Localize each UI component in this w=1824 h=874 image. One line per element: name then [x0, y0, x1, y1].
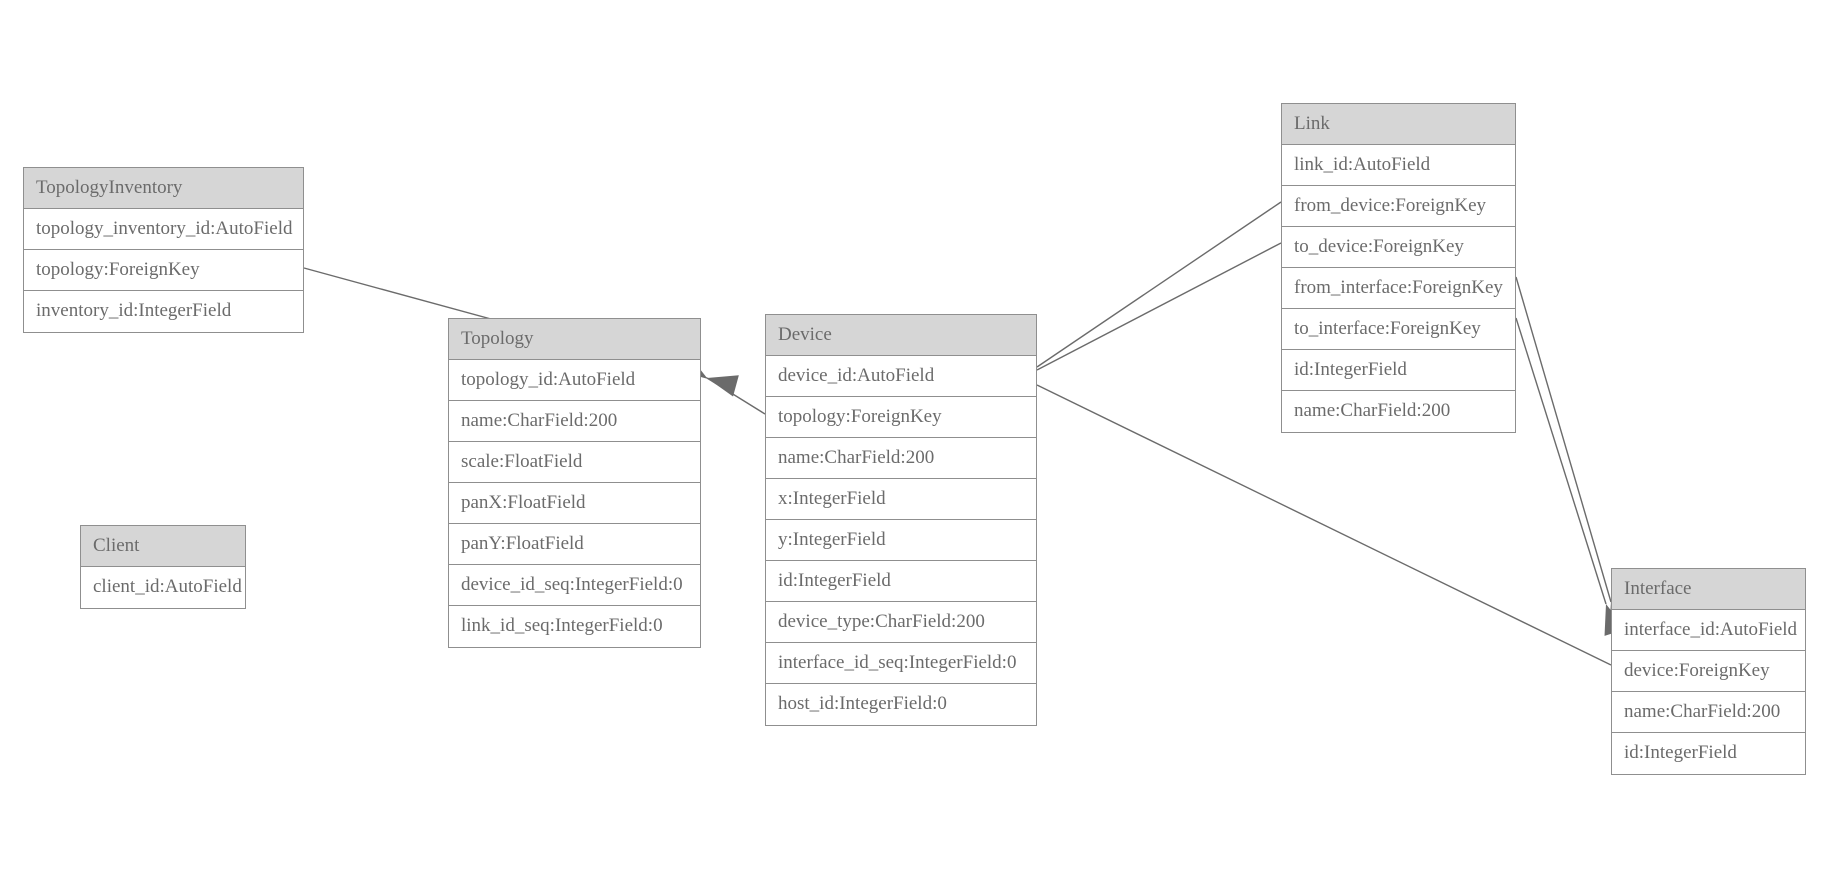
entity-field-row: host_id:IntegerField:0: [766, 684, 1036, 725]
entity-field-row: topology:ForeignKey: [766, 397, 1036, 438]
relation-edge-link-from-device: [1036, 201, 1282, 368]
entity-title-topology-inventory: TopologyInventory: [24, 168, 303, 209]
relation-edge-link-to-device: [1036, 242, 1282, 371]
entity-field-row: topology_id:AutoField: [449, 360, 700, 401]
entity-field-row: link_id_seq:IntegerField:0: [449, 606, 700, 647]
entity-field-row: scale:FloatField: [449, 442, 700, 483]
entity-field-row: panY:FloatField: [449, 524, 700, 565]
entity-field-row: device_id_seq:IntegerField:0: [449, 565, 700, 606]
entity-field-row: client_id:AutoField: [81, 567, 245, 608]
entity-field-row: id:IntegerField: [1612, 733, 1805, 774]
entity-field-row: from_interface:ForeignKey: [1282, 268, 1515, 309]
entity-field-row: panX:FloatField: [449, 483, 700, 524]
entity-field-row: topology_inventory_id:AutoField: [24, 209, 303, 250]
entity-field-row: device:ForeignKey: [1612, 651, 1805, 692]
entity-field-row: from_device:ForeignKey: [1282, 186, 1515, 227]
entity-title-link: Link: [1282, 104, 1515, 145]
entity-field-row: id:IntegerField: [1282, 350, 1515, 391]
entity-title-topology: Topology: [449, 319, 700, 360]
entity-field-row: name:CharField:200: [449, 401, 700, 442]
entity-title-client: Client: [81, 526, 245, 567]
entity-field-row: name:CharField:200: [1612, 692, 1805, 733]
relation-edge-link-from-interface: [1515, 276, 1612, 603]
entity-field-row: topology:ForeignKey: [24, 250, 303, 291]
entity-field-row: name:CharField:200: [1282, 391, 1515, 432]
entity-field-row: y:IntegerField: [766, 520, 1036, 561]
entity-title-interface: Interface: [1612, 569, 1805, 610]
entity-field-row: to_device:ForeignKey: [1282, 227, 1515, 268]
entity-field-row: name:CharField:200: [766, 438, 1036, 479]
entity-field-row: link_id:AutoField: [1282, 145, 1515, 186]
entity-field-row: interface_id:AutoField: [1612, 610, 1805, 651]
relation-arrowhead-topologyinventory-topology: [707, 375, 739, 397]
relation-edge-device-topology: [706, 377, 766, 415]
relation-edge-link-to-interface: [1515, 317, 1607, 605]
entity-field-row: inventory_id:IntegerField: [24, 291, 303, 332]
entity-field-row: device_type:CharField:200: [766, 602, 1036, 643]
entity-field-row: id:IntegerField: [766, 561, 1036, 602]
entity-field-row: device_id:AutoField: [766, 356, 1036, 397]
entity-title-device: Device: [766, 315, 1036, 356]
entity-field-row: to_interface:ForeignKey: [1282, 309, 1515, 350]
entity-field-row: x:IntegerField: [766, 479, 1036, 520]
entity-field-row: interface_id_seq:IntegerField:0: [766, 643, 1036, 684]
